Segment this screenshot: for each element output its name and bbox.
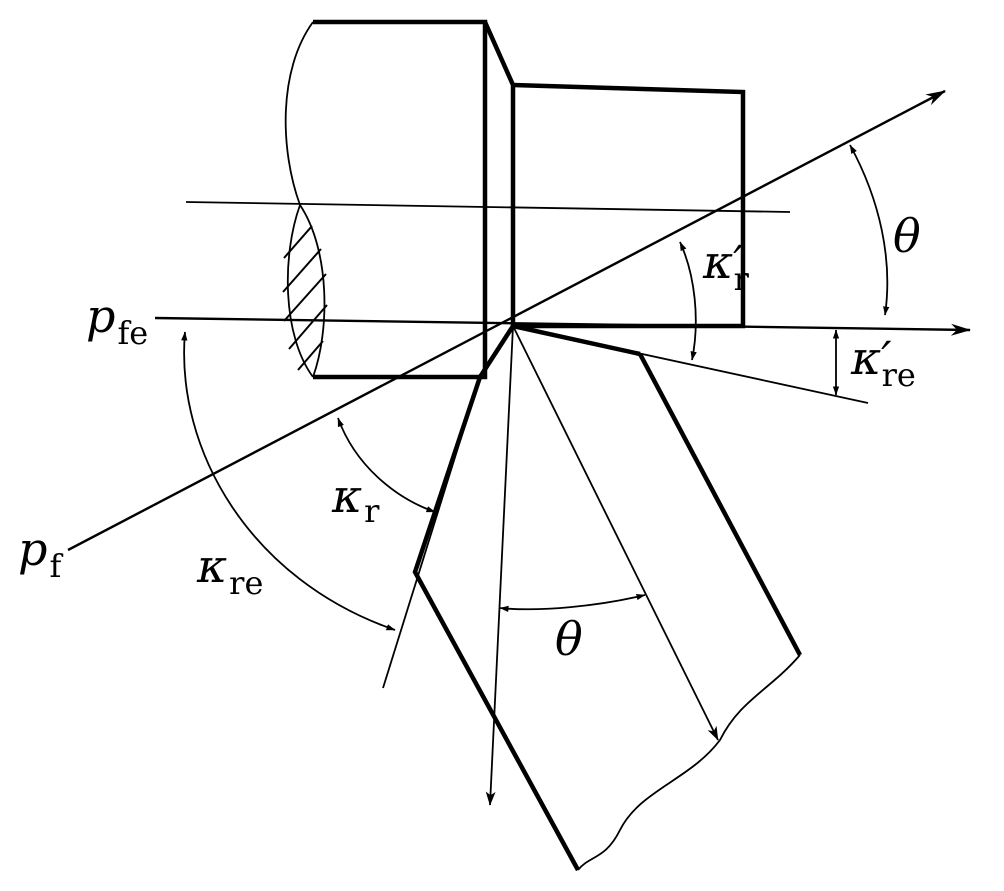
- machined-block: [512, 82, 746, 329]
- minor-edge-extension: [512, 325, 869, 404]
- center-line: [185, 201, 791, 213]
- pf-plane-line: [67, 89, 946, 552]
- kappa-r-prime-arc: [679, 241, 697, 361]
- workpiece-outline: [313, 19, 488, 380]
- tool-break-curve: [577, 654, 801, 871]
- label-p-fe: pfe: [86, 289, 148, 352]
- tool-axis-line: [512, 325, 719, 741]
- workpiece-section-hatch: [282, 204, 328, 378]
- label-kappa-re: κre: [196, 539, 263, 602]
- label-theta-lower: θ: [555, 612, 583, 666]
- label-kappa-re-prime: κ′re: [850, 331, 916, 394]
- theta-lower-arc: [499, 593, 646, 612]
- label-p-f: pf: [18, 522, 63, 585]
- label-kappa-r-prime: κ′r: [702, 235, 750, 298]
- theta-upper-arc: [849, 144, 890, 316]
- label-theta-upper: θ: [893, 209, 921, 263]
- pfe-plane-line: [154, 316, 971, 336]
- workpiece-break-curve: [284, 21, 314, 378]
- label-kappa-r: κr: [331, 469, 380, 530]
- workpiece-chamfer: [482, 21, 516, 330]
- cutting-edge-extension: [382, 376, 481, 689]
- cutting-tool: [412, 323, 641, 872]
- feed-direction-line: [485, 325, 514, 806]
- tool-body-edge: [638, 352, 802, 657]
- kappa-re-arc: [181, 331, 396, 631]
